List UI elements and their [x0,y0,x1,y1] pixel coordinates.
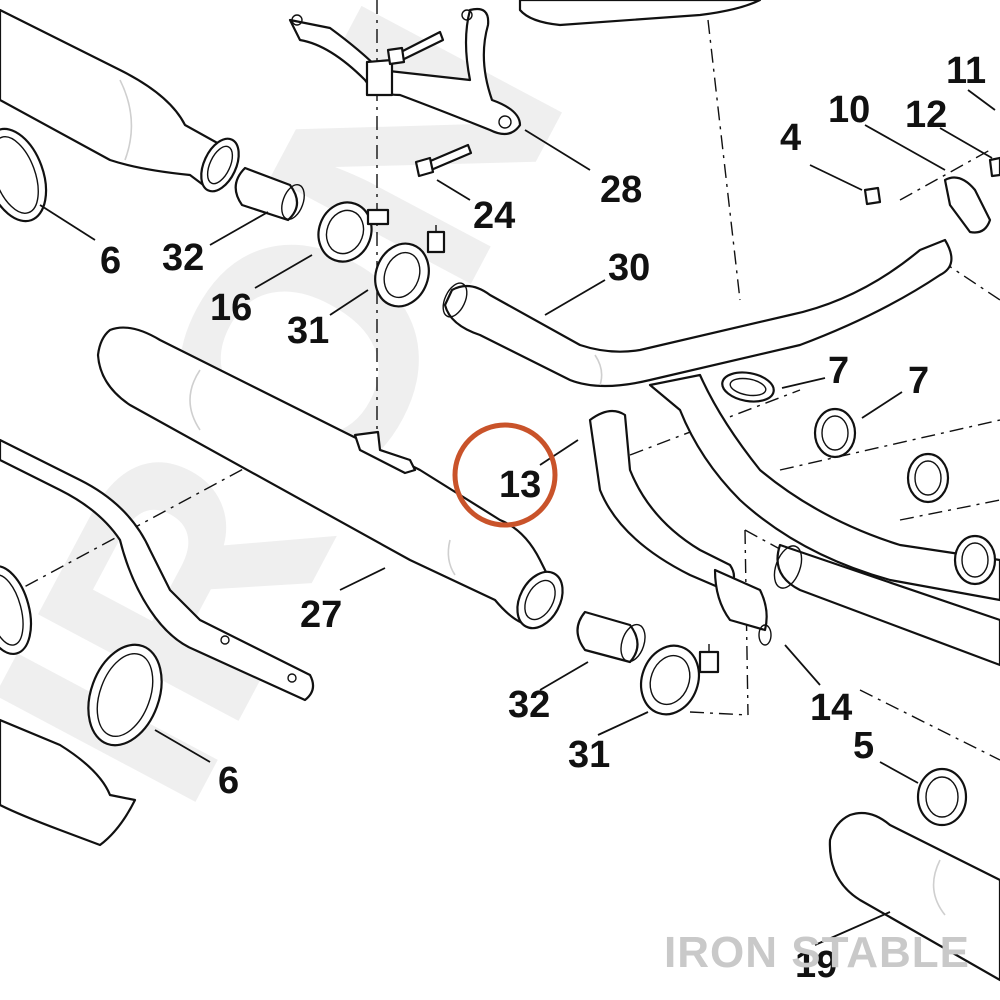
callout-30: 30 [608,247,650,289]
muffler-27 [96,326,564,630]
muffler-coupler-32-upper [234,166,305,222]
callout-6-upper: 6 [100,240,121,282]
callout-5: 5 [853,725,874,767]
callout-28: 28 [600,169,642,211]
clamp-31-lower [639,644,720,716]
callout-27: 27 [300,594,342,636]
bracket-28 [288,7,522,136]
hose-clamp-6-upper [0,127,48,223]
flange-10-12 [863,156,1000,234]
hose-clamp-left-mid [0,564,33,656]
hose-clamp-7a [721,371,775,403]
callout-7-b: 7 [908,360,929,402]
hose-clamp-6-lower [87,643,163,747]
hose-clamp-right-2 [953,534,997,586]
callout-12: 12 [905,94,947,136]
muffler-coupler-32-lower [576,610,646,664]
leader-lines [39,89,996,946]
bolt-upper [386,30,445,66]
hose-clamp-right-1 [906,452,950,504]
rear-header-pipe [588,409,772,646]
top-right-pipe-edge [518,0,762,27]
callout-7-a: 7 [828,350,849,392]
callout-labels: 28 24 30 32 16 31 6 4 10 11 12 7 7 13 27… [100,50,986,986]
muffler-19 [828,811,1000,982]
callout-11: 11 [946,50,986,92]
callout-32-lower: 32 [508,684,550,726]
lower-left-muffler [0,718,137,847]
callout-10: 10 [828,89,870,131]
hose-clamp-7b [813,407,857,459]
callout-32-upper: 32 [162,237,204,279]
callout-19: 19 [795,944,837,986]
callout-6-lower: 6 [218,760,239,802]
callout-4: 4 [780,117,801,159]
bolt-24 [414,143,473,178]
callout-14: 14 [810,687,852,729]
brand-mark: IRON STABLE [664,928,970,977]
lower-left-pipe [0,438,315,702]
callout-13: 13 [499,464,541,506]
clamp-16 [317,201,390,263]
callout-16: 16 [210,287,252,329]
hose-clamp-5 [916,767,968,827]
clamp-31-upper [374,225,446,308]
highlight-ring-part-13 [452,422,558,528]
callout-31-lower: 31 [568,734,610,776]
header-pipe-30 [442,238,953,388]
callout-31-upper: 31 [287,310,329,352]
upper-muffler [0,8,240,193]
callout-24: 24 [473,195,515,237]
